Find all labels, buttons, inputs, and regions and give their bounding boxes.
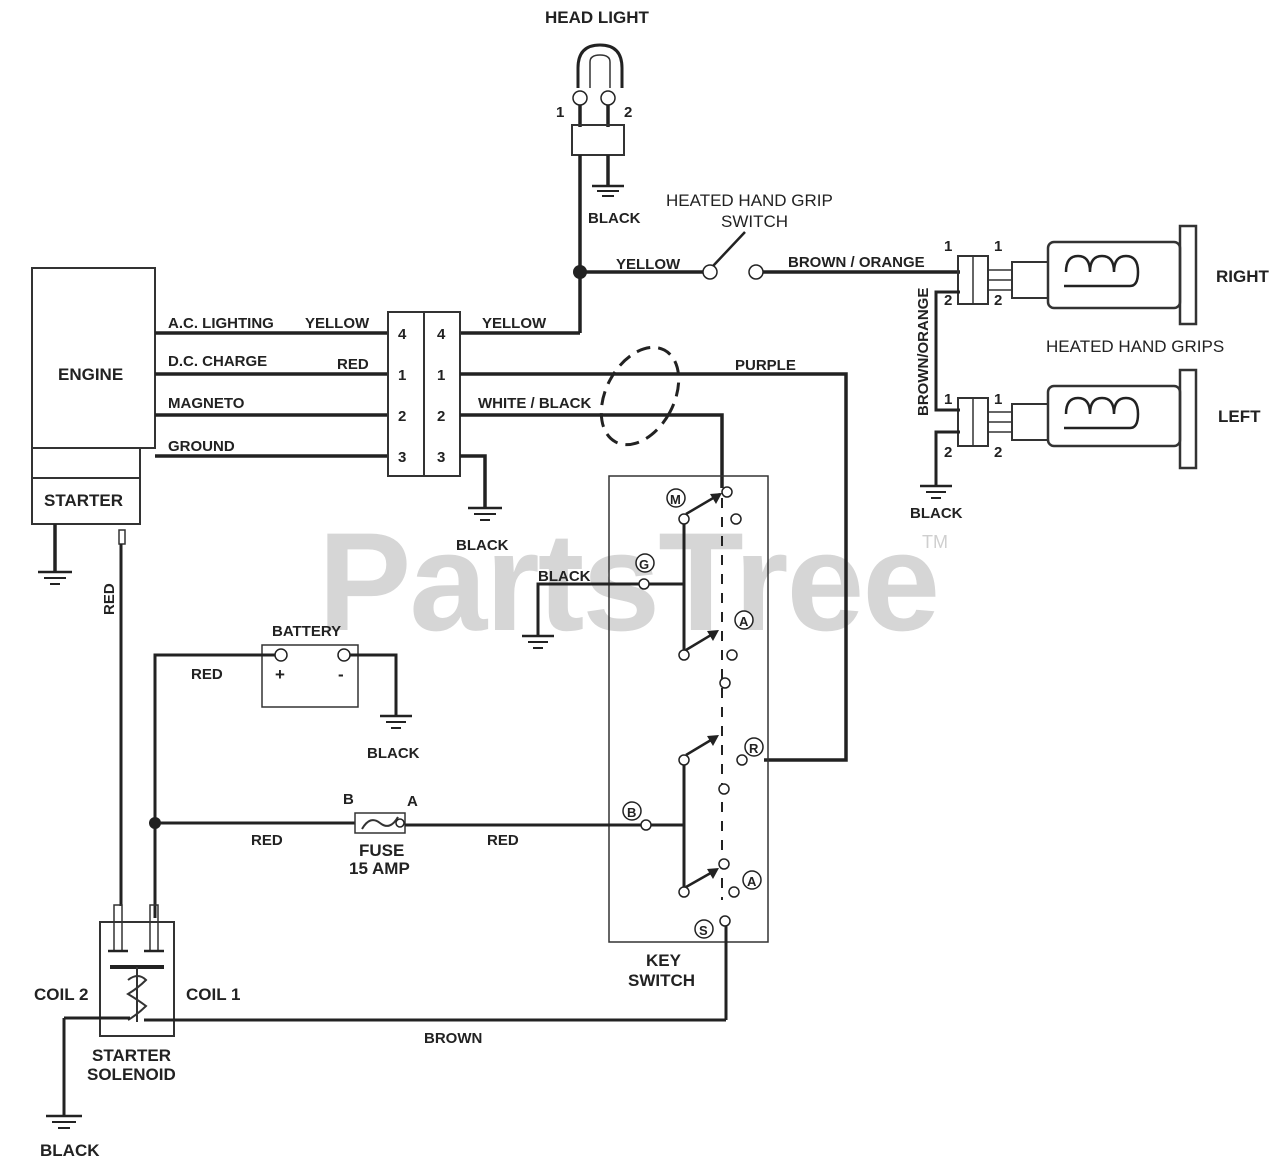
grip-switch	[702, 231, 764, 280]
left-grip	[957, 368, 1198, 470]
terminal-a1-badge	[734, 610, 754, 630]
wire-label-white-black: WHITE / BLACK	[478, 395, 591, 412]
key-switch-section-a1	[678, 630, 738, 689]
solenoid-label-line2: SOLENOID	[87, 1065, 176, 1084]
connector-left-pin-3: 3	[398, 449, 406, 466]
battery-plus: +	[275, 665, 285, 684]
fuse-a-label: A	[407, 793, 418, 810]
watermark: PartsTree	[318, 503, 938, 660]
solenoid-label-line1: STARTER	[92, 1046, 171, 1065]
engine-output-dc-charge: D.C. CHARGE	[168, 353, 267, 370]
starter-label: STARTER	[44, 491, 123, 510]
solenoid-coil1: COIL 1	[186, 985, 240, 1004]
fuse-b-label: B	[343, 791, 354, 808]
connector-right-pin-2: 2	[437, 408, 445, 425]
engine-output-magneto: MAGNETO	[168, 395, 245, 412]
key-switch-label-line1: KEY	[646, 951, 682, 970]
terminal-a2-badge	[742, 870, 762, 890]
wire-label-red-battery: RED	[191, 666, 223, 683]
terminal-b-badge	[622, 801, 642, 821]
engine-title: ENGINE	[58, 365, 123, 384]
connector-left-pin-4: 4	[398, 326, 407, 343]
connector-right-pin-3: 3	[437, 449, 445, 466]
connector-right-pin-4: 4	[437, 326, 446, 343]
head-light-pin1: 1	[556, 104, 564, 121]
terminal-a2: A	[747, 874, 757, 889]
terminal-r: R	[749, 741, 759, 756]
fuse-body	[354, 812, 406, 834]
battery-negative-post	[337, 648, 351, 662]
connector-ground-label: BLACK	[456, 537, 509, 554]
solenoid-box	[99, 921, 175, 1037]
key-switch-label-line2: SWITCH	[628, 971, 695, 990]
starter-box	[31, 477, 141, 525]
wire-label-yellow-conn: YELLOW	[482, 315, 547, 332]
left-grip-pin-l2: 2	[944, 444, 952, 461]
highlight-ellipse	[599, 345, 681, 447]
engine-output-ac-lighting: A.C. LIGHTING	[168, 315, 274, 332]
battery-positive-post	[274, 648, 288, 662]
terminal-m: M	[670, 492, 681, 507]
solenoid-ground-label: BLACK	[40, 1141, 100, 1160]
terminal-a1: A	[739, 614, 749, 629]
grip-switch-label-line1: HEATED HAND GRIP	[666, 191, 833, 210]
left-grip-label: LEFT	[1218, 407, 1261, 426]
battery-ground-label: BLACK	[367, 745, 420, 762]
connector-left-pin-1: 1	[398, 367, 406, 384]
key-switch-ground-label: BLACK	[538, 568, 591, 585]
terminal-s-badge	[694, 919, 714, 939]
starter-terminal	[118, 529, 126, 545]
terminal-b: B	[627, 805, 636, 820]
terminal-b-post	[640, 819, 652, 831]
wire-label-red-fuse-right: RED	[487, 832, 519, 849]
battery-box	[261, 644, 359, 708]
fuse-label-line2: 15 AMP	[349, 859, 410, 878]
engine-output-ground: GROUND	[168, 438, 235, 455]
wire-label-red-fuse-left: RED	[251, 832, 283, 849]
wire-label-yellow-engine: YELLOW	[305, 315, 370, 332]
hand-grips-title: HEATED HAND GRIPS	[1046, 337, 1224, 356]
battery-minus: -	[338, 665, 344, 684]
right-grip-pin-r1: 1	[994, 238, 1002, 255]
head-light-ground-label: BLACK	[588, 210, 641, 227]
watermark-tm: TM	[922, 532, 948, 552]
wire-label-yellow-top: YELLOW	[616, 256, 681, 273]
right-grip-pin-r2: 2	[994, 292, 1002, 309]
head-light	[571, 43, 625, 272]
right-grip-label: RIGHT	[1216, 267, 1270, 286]
terminal-g: G	[639, 557, 649, 572]
left-grip-pin-r1: 1	[994, 391, 1002, 408]
grip-switch-label-line2: SWITCH	[721, 212, 788, 231]
engine-box	[31, 267, 156, 449]
wire-label-red-vertical: RED	[101, 583, 118, 615]
fuse-label-line1: FUSE	[359, 841, 404, 860]
connector-right-pin-1: 1	[437, 367, 445, 384]
terminal-s: S	[699, 923, 708, 938]
terminal-m-badge	[666, 488, 686, 508]
key-switch-section-r	[678, 735, 748, 892]
wire-label-brown: BROWN	[424, 1030, 482, 1047]
connector-right	[423, 311, 461, 477]
right-grip-pin-l1: 1	[944, 238, 952, 255]
terminal-r-badge	[744, 737, 764, 757]
wire-label-purple: PURPLE	[735, 357, 796, 374]
grips-ground-label: BLACK	[910, 505, 963, 522]
right-grip-pin-l2: 2	[944, 292, 952, 309]
battery-title: BATTERY	[272, 623, 341, 640]
connector-left-pin-2: 2	[398, 408, 406, 425]
solenoid-coil2: COIL 2	[34, 985, 88, 1004]
head-light-pin2: 2	[624, 104, 632, 121]
key-switch-section-m	[638, 486, 742, 653]
wire-label-red-engine: RED	[337, 356, 369, 373]
key-switch-section-a2	[678, 858, 740, 927]
right-grip	[957, 224, 1198, 326]
terminal-g-badge	[635, 553, 655, 573]
key-switch-body	[608, 475, 769, 943]
head-light-title: HEAD LIGHT	[545, 8, 650, 27]
left-grip-pin-r2: 2	[994, 444, 1002, 461]
left-grip-pin-l1: 1	[944, 391, 952, 408]
wire-label-brown-orange-h: BROWN / ORANGE	[788, 254, 925, 271]
wire-label-brown-orange-v: BROWN/ORANGE	[915, 288, 932, 416]
